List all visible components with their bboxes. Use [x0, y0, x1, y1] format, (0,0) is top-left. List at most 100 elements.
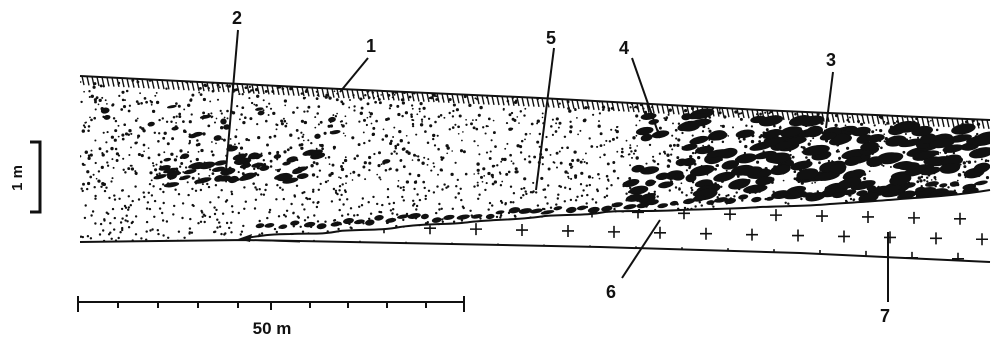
sediment-dot [304, 219, 306, 221]
sediment-dot [477, 184, 479, 186]
sediment-dot [548, 168, 551, 171]
sediment-dot [230, 191, 232, 193]
sediment-dot [586, 202, 588, 204]
sediment-dot [396, 105, 399, 108]
sediment-dot [880, 87, 883, 90]
sediment-dot [642, 107, 644, 109]
sediment-dot [774, 239, 776, 241]
sediment-dot [681, 132, 683, 134]
sediment-dot [620, 155, 623, 158]
sediment-dot [217, 84, 220, 87]
sediment-dot [434, 144, 436, 146]
sediment-dot [412, 108, 414, 110]
sediment-dot [622, 215, 624, 217]
sediment-dot [283, 150, 286, 153]
sediment-dot [376, 174, 378, 176]
sediment-dot [111, 158, 113, 160]
sediment-dot [402, 186, 404, 188]
sediment-dot [796, 242, 798, 244]
sediment-dot [135, 233, 137, 235]
hatch-stroke [522, 97, 524, 106]
sediment-dot [885, 124, 887, 126]
sediment-dot [201, 211, 203, 213]
sediment-dot [732, 242, 734, 244]
sediment-dot [368, 169, 370, 171]
sediment-dot [621, 151, 624, 154]
sediment-dot [425, 195, 427, 197]
sediment-dot [492, 183, 495, 186]
sediment-dot [933, 176, 936, 179]
hatch-stroke [397, 92, 399, 101]
hatch-stroke [947, 118, 949, 127]
sediment-dot [93, 86, 96, 89]
sediment-dot [547, 184, 549, 186]
sediment-dot [435, 98, 438, 101]
sediment-dot [239, 118, 241, 120]
sediment-dot [756, 161, 759, 164]
sediment-dot [681, 191, 683, 193]
sediment-dot [589, 184, 591, 186]
hatch-stroke [952, 118, 954, 127]
sediment-dot [666, 154, 669, 157]
sediment-dot [413, 154, 416, 157]
sediment-dot [442, 97, 444, 99]
sediment-dot [401, 196, 403, 198]
sediment-dot [455, 162, 457, 164]
sediment-dot [441, 188, 443, 190]
sediment-dot [156, 164, 158, 166]
sediment-dot [712, 108, 714, 110]
sediment-dot [105, 99, 107, 101]
sediment-dot [393, 233, 395, 235]
bedrock-cross [792, 230, 804, 242]
sediment-dot [599, 156, 601, 158]
sediment-dot [569, 188, 571, 190]
sediment-dot [924, 100, 927, 103]
sediment-dot [555, 130, 558, 133]
sediment-dot [536, 122, 538, 124]
sediment-dot [363, 142, 365, 144]
sediment-dot [190, 81, 192, 83]
sediment-dot [345, 115, 347, 117]
sediment-dot [190, 160, 192, 162]
sediment-dot [979, 201, 981, 203]
sediment-dot [354, 157, 357, 160]
bedrock-cross [470, 223, 482, 235]
sediment-dot [846, 119, 849, 122]
sediment-dot [680, 233, 682, 235]
sediment-dot [817, 113, 820, 116]
sediment-dot [307, 198, 309, 200]
sediment-dot [368, 140, 370, 142]
sediment-dot [975, 208, 977, 210]
sediment-dot [949, 217, 951, 219]
sediment-dot [427, 164, 429, 166]
sediment-dot [794, 88, 797, 91]
sediment-dot [852, 205, 854, 207]
sediment-dot [525, 193, 527, 195]
hatch-stroke [422, 93, 424, 102]
sediment-dot [200, 93, 203, 96]
sediment-dot [395, 147, 397, 149]
sediment-dot [257, 174, 260, 177]
sediment-dot [629, 144, 631, 146]
sediment-dot [89, 96, 91, 98]
hatch-stroke [192, 82, 194, 91]
sediment-dot [460, 199, 462, 201]
hatch-stroke [457, 94, 459, 103]
sediment-dot [236, 241, 238, 243]
sediment-dot [432, 134, 435, 137]
sediment-dot [793, 225, 795, 227]
sediment-dot [446, 236, 448, 238]
sediment-dot [197, 222, 199, 224]
sediment-dot [387, 94, 390, 97]
sediment-dot [690, 192, 692, 194]
sediment-dot [268, 114, 270, 116]
pebble [314, 133, 321, 139]
sediment-dot [85, 204, 87, 206]
sediment-dot [292, 111, 295, 114]
sediment-dot [666, 236, 668, 238]
sediment-dot [283, 120, 286, 123]
sediment-dot [464, 95, 467, 98]
sediment-dot [447, 146, 450, 149]
sediment-dot [112, 103, 115, 106]
sediment-dot [632, 236, 634, 238]
